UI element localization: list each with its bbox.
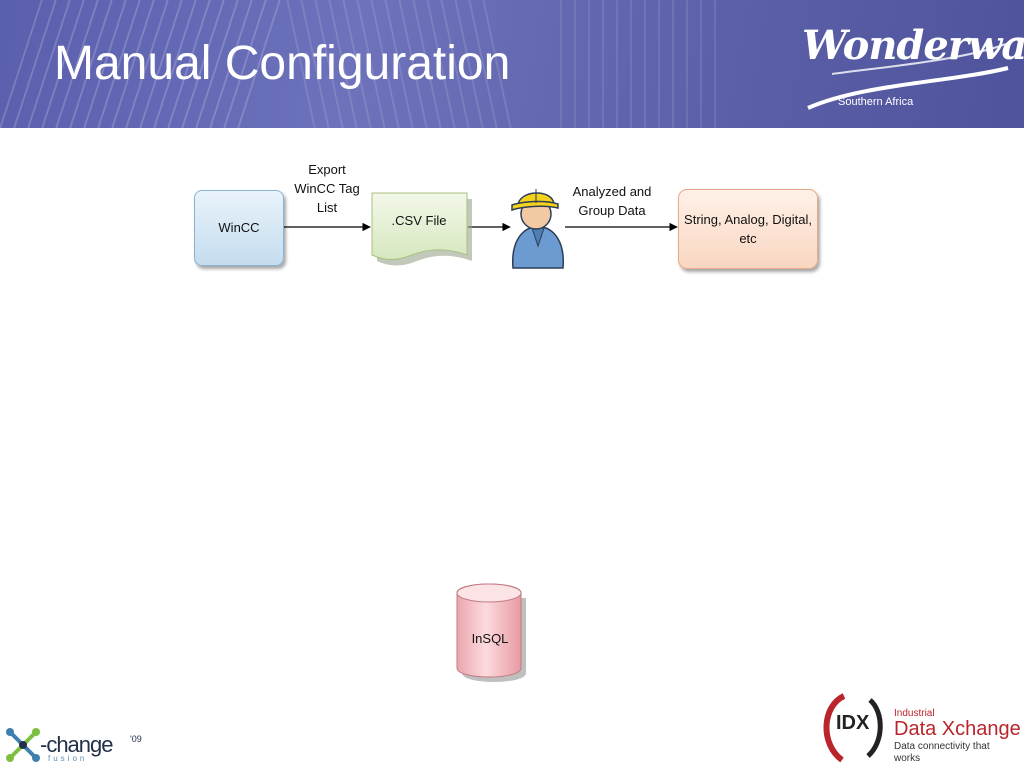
edge-label-analyzed: Analyzed and Group Data: [572, 184, 652, 218]
node-wincc: WinCC: [194, 190, 284, 266]
wonderware-logo: Wonderware Southern Africa: [802, 14, 1024, 114]
xchange-brand: -change: [40, 732, 114, 757]
insql-database-shape: [456, 583, 526, 682]
idx-badge: IDX: [836, 712, 870, 734]
node-csv-file: .CSV File: [391, 213, 447, 228]
header-building-pattern: [560, 0, 720, 128]
idx-logo: IDX Industrial Data Xchange Data connect…: [818, 690, 1022, 766]
idx-tagline: Data connectivity that works: [894, 741, 990, 764]
idx-line-data-xchange: Data Xchange: [894, 718, 1021, 740]
engineer-person-icon: [511, 189, 564, 269]
edge-label-export: Export WinCC Tag List: [294, 162, 360, 215]
logo-subtitle: Southern Africa: [838, 96, 914, 108]
idx-arc-icon: [823, 693, 883, 763]
xchange-molecule-icon: [6, 728, 40, 762]
page-title: Manual Configuration: [54, 37, 511, 90]
idx-line-industrial: Industrial: [894, 708, 935, 719]
logo-wordmark: Wonderware: [802, 22, 1024, 69]
node-insql: InSQL: [471, 631, 509, 646]
node-data-types: String, Analog, Digital, etc: [678, 189, 818, 269]
xchange-fusion: fusion: [48, 754, 88, 763]
header-banner: Manual Configuration Wonderware Southern…: [0, 0, 1024, 128]
wonderware-swoosh-icon: [807, 43, 1009, 110]
xchange-year: '09: [130, 734, 142, 744]
csv-document-shape: [371, 192, 472, 266]
xchange-logo: -change '09 fusion: [4, 724, 174, 766]
